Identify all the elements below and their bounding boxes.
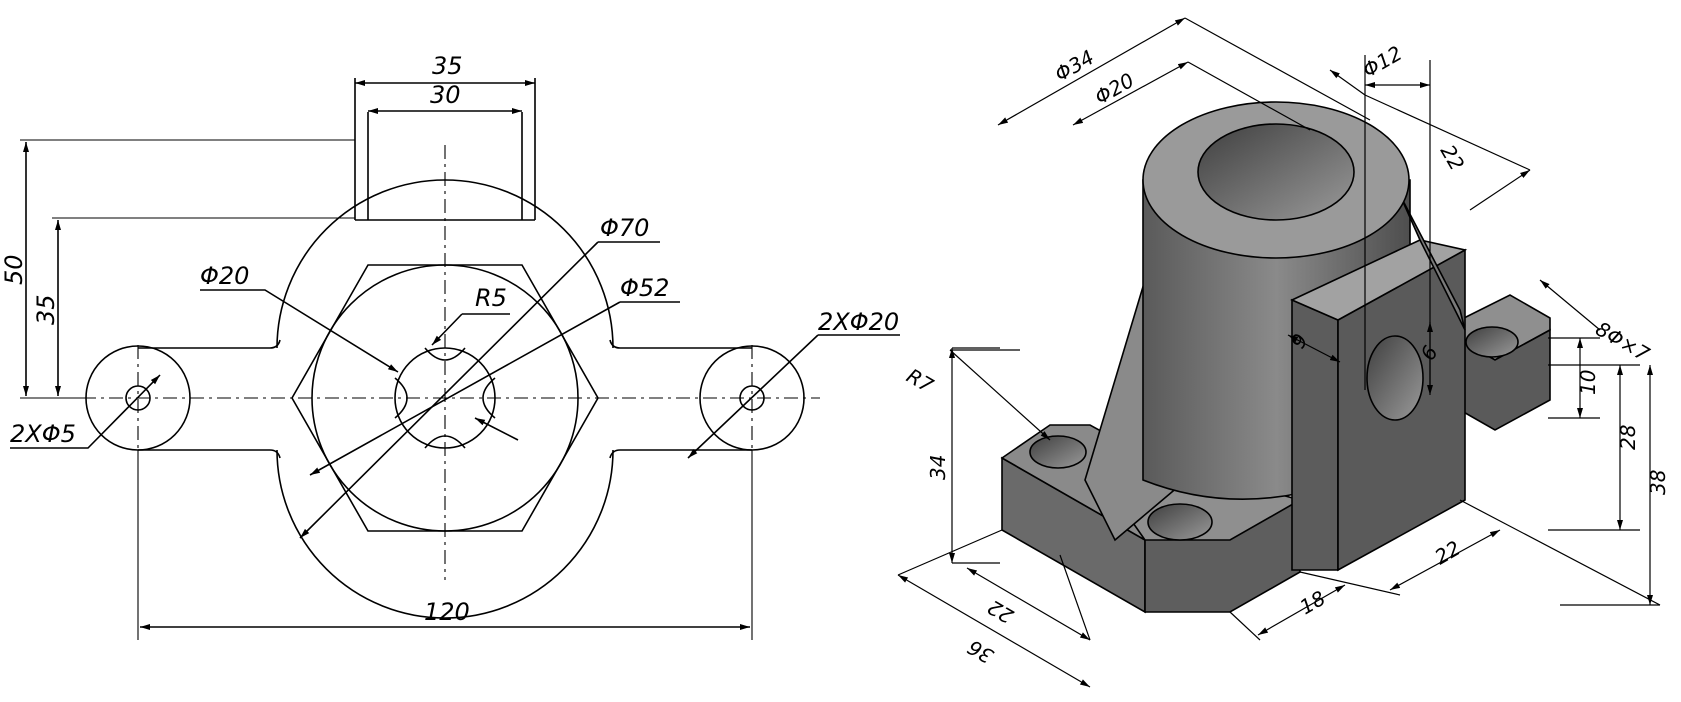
dim-34: 34 <box>926 455 950 480</box>
dim-10: 10 <box>1576 370 1600 395</box>
center-bore <box>394 347 496 449</box>
outer-circle-top <box>276 179 614 349</box>
left-small-hole <box>125 385 151 411</box>
dim-50: 50 <box>0 254 28 285</box>
center-lines <box>82 145 820 580</box>
side-hole <box>1366 335 1424 421</box>
dim-r5: R5 <box>475 284 507 312</box>
base-hole-front <box>1147 503 1213 541</box>
dim-phi52: Φ52 <box>620 274 669 302</box>
dim-35-left: 35 <box>32 294 60 325</box>
base-hole-right <box>1465 326 1519 358</box>
dim-8phi7: 8Φ×7 <box>1592 317 1654 367</box>
left-arm <box>138 339 281 459</box>
dim-30: 30 <box>430 81 461 109</box>
iso-dimension-lines <box>897 17 1661 688</box>
right-small-hole <box>739 385 765 411</box>
rib-right <box>1399 194 1466 331</box>
phi52-circle <box>311 264 579 532</box>
dim-r7: R7 <box>903 364 938 398</box>
front-view-drawing <box>10 78 900 640</box>
dim-36: 36 <box>963 635 997 669</box>
dim-18: 18 <box>1296 586 1330 620</box>
bore-lobes <box>394 347 496 449</box>
dim-phi34: Φ34 <box>1051 45 1099 86</box>
dim-22-bottom-left: 22 <box>983 595 1017 629</box>
dim-phi70: Φ70 <box>600 214 649 242</box>
top-boss-outer <box>354 78 536 221</box>
dim-2x-phi5: 2XΦ5 <box>10 420 76 448</box>
hexagon <box>291 264 599 532</box>
dim-38: 38 <box>1646 470 1670 495</box>
dim-28: 28 <box>1616 425 1640 450</box>
base-hole-left <box>1029 435 1087 469</box>
dim-22-bottom-right: 22 <box>1431 536 1465 570</box>
isometric-view-drawing <box>1000 101 1551 614</box>
dim-2x-phi20: 2XΦ20 <box>818 308 899 336</box>
dim-22-top: 22 <box>1436 141 1470 175</box>
dim-phi12: Φ12 <box>1359 41 1407 82</box>
right-arm <box>609 339 752 459</box>
dim-phi20: Φ20 <box>200 262 249 290</box>
dim-120: 120 <box>424 598 470 626</box>
dim-35-top: 35 <box>432 52 463 80</box>
top-boss-inner <box>367 112 523 220</box>
cylinder-bore <box>1197 123 1355 221</box>
dim-phi20-iso: Φ20 <box>1091 68 1139 109</box>
side-block-top <box>1290 239 1468 321</box>
